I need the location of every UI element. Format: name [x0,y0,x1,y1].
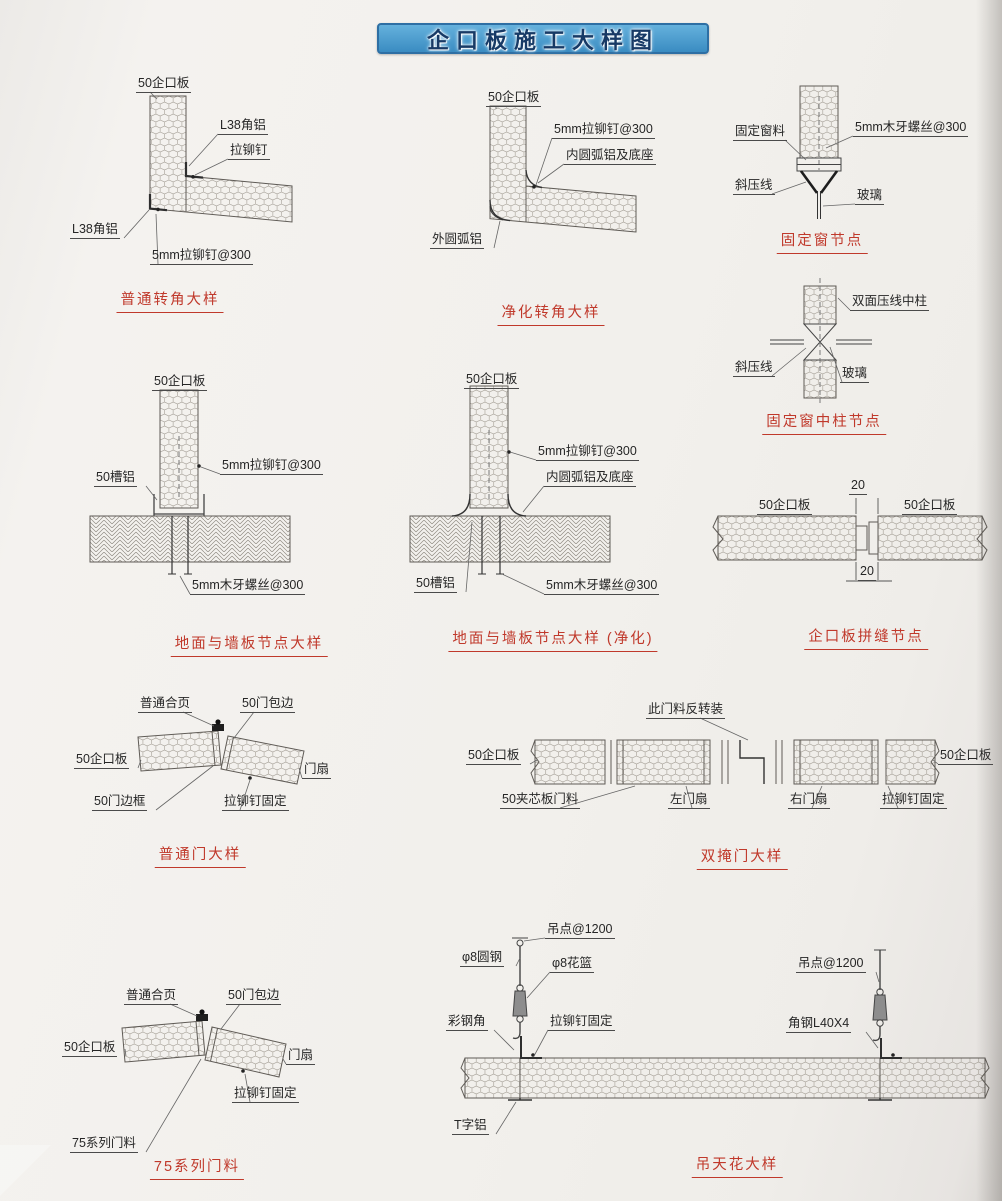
label-panel-right: 50企口板 [902,498,958,515]
label-outer-arc: 外圆弧铝 [430,232,485,249]
label-glass: 玻璃 [840,366,870,383]
label-reversed: 此门料反转装 [646,702,726,719]
label-bead: 斜压线 [733,360,775,377]
diagram-title-window-mullion: 固定窗中柱节点 [762,410,886,435]
label-angle-top: L38角铝 [218,118,268,135]
label-mullion: 双面压线中柱 [850,294,930,311]
fixed-window-node-linework [771,85,856,219]
label-panel: 50企口板 [136,76,192,93]
page-edge-shading [976,0,1002,1201]
label-door-leaf: 门扇 [302,762,332,779]
ceiling-suspension-linework [460,937,990,1135]
diagram-title-corner-ordinary: 普通转角大样 [116,288,224,313]
corner-clean-linework [489,105,637,249]
label-rivet-spec: 5mm拉铆钉@300 [220,458,323,475]
label-bead: 斜压线 [733,178,775,195]
label-panel-right: 50企口板 [938,748,994,765]
label-tee-aluminium: T字铝 [452,1118,489,1135]
label-panel: 50企口板 [152,374,208,391]
label-rivet-fix: 拉铆钉固定 [232,1086,299,1103]
label-dim-bottom: 20 [858,564,876,581]
ordinary-door-linework [137,711,305,811]
label-glass: 玻璃 [855,188,885,205]
label-screw: 5mm木牙螺丝@300 [190,578,306,595]
label-door-edge: 50门包边 [240,696,296,713]
diagram-title-corner-clean: 净化转角大样 [497,301,605,326]
label-panel-left: 50企口板 [757,498,813,515]
floor-wall-node-linework [89,389,291,595]
label-hang-point-right: 吊点@1200 [796,956,866,973]
label-rivet-spec: 5mm拉铆钉@300 [150,248,253,265]
diagram-title-double-door: 双掩门大样 [696,845,788,870]
panel-seam-node-linework [712,498,988,582]
label-hinge: 普通合页 [124,988,179,1005]
label-panel: 50企口板 [464,372,520,389]
label-door-material: 50夹芯板门料 [500,792,581,809]
label-left-leaf: 左门扇 [668,792,710,809]
label-angle-l40x4: 角钢L40X4 [786,1016,852,1033]
label-rod: φ8圆钢 [460,950,505,967]
label-panel: 50企口板 [74,752,130,769]
label-series75: 75系列门料 [70,1136,138,1153]
label-rivet: 拉铆钉 [228,143,270,160]
label-channel: 50槽铝 [414,576,457,593]
label-panel: 50企口板 [62,1040,118,1057]
label-panel: 50企口板 [486,90,542,107]
label-turnbuckle: φ8花篮 [550,956,595,973]
label-panel-left: 50企口板 [466,748,522,765]
corner-ordinary-linework [123,91,293,265]
label-steel-angle-left: 彩钢角 [446,1014,488,1031]
label-rivet-fix: 拉铆钉固定 [548,1014,615,1031]
fixed-window-mullion-linework [770,278,872,404]
label-rivet-spec: 5mm拉铆钉@300 [536,444,639,461]
page-corner-curl [0,1145,64,1201]
diagram-title-series75-door: 75系列门料 [149,1155,245,1180]
diagram-title-seam-node: 企口板拼缝节点 [804,625,928,650]
label-window-frame: 固定窗料 [733,124,788,141]
label-channel: 50槽铝 [94,470,137,487]
label-door-frame: 50门边框 [92,794,148,811]
label-screw: 5mm木牙螺丝@300 [544,578,660,595]
label-hang-point-left: 吊点@1200 [545,922,615,939]
label-hinge: 普通合页 [138,696,193,713]
label-inner-arc: 内圆弧铝及底座 [564,148,656,165]
series75-door-linework [121,1003,287,1153]
diagram-title-floor-wall-clean: 地面与墙板节点大样 (净化) [448,627,658,652]
diagram-title-fixed-window: 固定窗节点 [776,229,868,254]
label-dim-top: 20 [849,478,867,495]
page-title-banner: 企口板施工大样图 [377,23,709,54]
label-rivet-spec: 5mm拉铆钉@300 [552,122,655,139]
floor-wall-node-clean-linework [409,385,611,595]
label-screw: 5mm木牙螺丝@300 [853,120,969,137]
label-rivet-fix: 拉铆钉固定 [880,792,947,809]
page-title: 企口板施工大样图 [426,27,659,53]
label-right-leaf: 右门扇 [788,792,830,809]
diagram-title-floor-wall: 地面与墙板节点大样 [170,632,328,657]
double-door-linework [529,717,940,809]
label-inner-arc: 内圆弧铝及底座 [544,470,636,487]
label-door-leaf: 门扇 [286,1048,316,1065]
label-door-edge: 50门包边 [226,988,282,1005]
label-angle-left: L38角铝 [70,222,120,239]
diagram-title-ceiling: 吊天花大样 [691,1153,783,1178]
label-rivet-fix: 拉铆钉固定 [222,794,289,811]
diagram-title-ordinary-door: 普通门大样 [154,843,246,868]
